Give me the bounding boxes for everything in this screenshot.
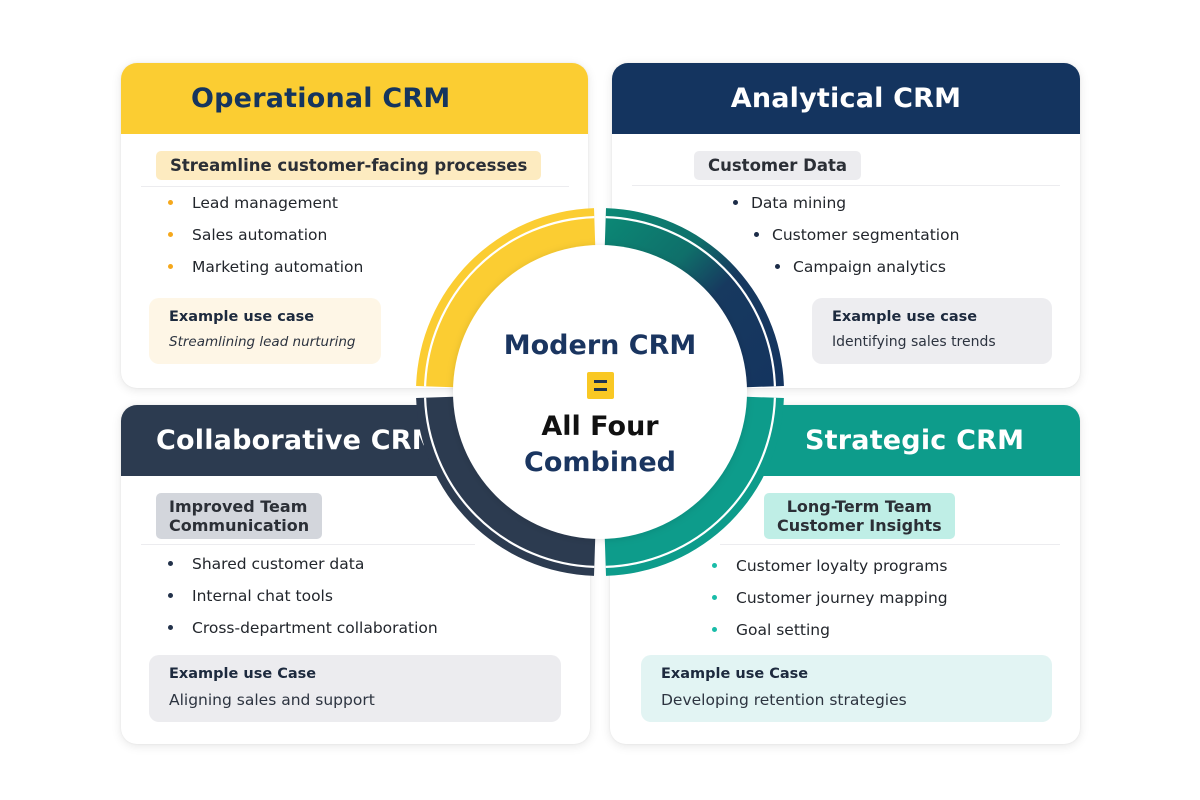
analytical-crm-header: Analytical CRM	[612, 63, 1080, 134]
divider	[720, 544, 1060, 545]
strategic-crm-tag: Long-Term Team Customer Insights	[764, 493, 955, 539]
equals-icon	[587, 372, 614, 399]
example-text: Aligning sales and support	[169, 691, 375, 709]
example-text: Identifying sales trends	[832, 334, 996, 350]
operational-crm-header: Operational CRM	[121, 63, 588, 134]
bullet-icon	[754, 232, 759, 237]
list-item: Customer segmentation	[754, 224, 959, 256]
example-title: Example use case	[169, 309, 315, 325]
analytical-crm-bullets: Data mining Customer segmentation Campai…	[733, 192, 959, 288]
bullet-icon	[168, 561, 173, 566]
example-title: Example use Case	[661, 666, 809, 682]
divider	[632, 185, 1060, 186]
divider	[141, 544, 475, 545]
center-title: Modern CRM	[503, 330, 697, 361]
bullet-icon	[712, 627, 717, 632]
operational-crm-tag: Streamline customer-facing processes	[156, 151, 542, 180]
operational-crm-card: Operational CRM Streamline customer-faci…	[121, 63, 588, 388]
collaborative-crm-title: Collaborative CRM	[156, 425, 439, 456]
strategic-ring-segment	[604, 396, 784, 576]
analytical-ring-stripe	[605, 215, 777, 387]
analytical-crm-tag: Customer Data	[694, 151, 862, 180]
bullet-icon	[712, 563, 717, 568]
bullet-icon	[712, 595, 717, 600]
center-subtitle-line1: All Four	[541, 411, 659, 442]
bullet-icon	[775, 264, 780, 269]
bullet-icon	[168, 232, 173, 237]
strategic-example-box: Example use Case Developing retention st…	[641, 655, 1052, 722]
collaborative-ring-stripe	[423, 397, 595, 569]
example-title: Example use case	[832, 309, 978, 325]
operational-crm-title: Operational CRM	[191, 83, 451, 114]
example-text: Developing retention strategies	[661, 691, 907, 709]
analytical-ring-segment	[604, 208, 784, 388]
operational-ring-segment	[416, 208, 596, 388]
divider	[141, 186, 569, 187]
bullet-icon	[168, 593, 173, 598]
strategic-ring-stripe	[605, 397, 777, 569]
strategic-crm-title: Strategic CRM	[805, 425, 1025, 456]
collaborative-crm-card: Collaborative CRM Improved Team Communic…	[121, 405, 590, 744]
operational-example-box: Example use case Streamlining lead nurtu…	[149, 298, 381, 364]
example-text: Streamlining lead nurturing	[169, 334, 356, 350]
bullet-icon	[168, 625, 173, 630]
bullet-icon	[168, 264, 173, 269]
bullet-icon	[733, 200, 738, 205]
example-title: Example use Case	[169, 666, 317, 682]
center-subtitle-line2: Combined	[524, 447, 676, 478]
collaborative-crm-tag: Improved Team Communication	[156, 493, 323, 539]
bullet-icon	[168, 200, 173, 205]
collaborative-example-box: Example use Case Aligning sales and supp…	[149, 655, 561, 722]
collaborative-ring-segment	[416, 396, 596, 576]
analytical-example-box: Example use case Identifying sales trend…	[812, 298, 1052, 364]
analytical-crm-title: Analytical CRM	[730, 83, 962, 114]
operational-ring-stripe	[423, 215, 595, 387]
list-item: Data mining	[733, 192, 846, 224]
